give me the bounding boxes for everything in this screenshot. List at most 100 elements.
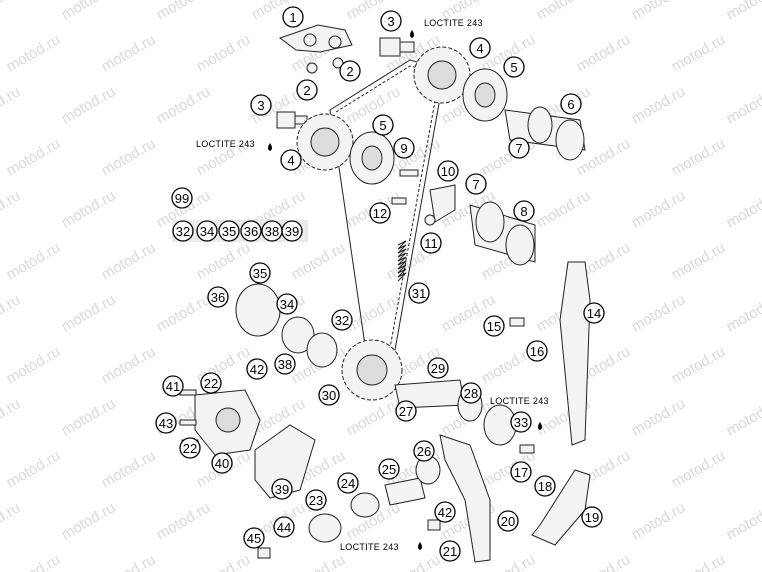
- loctite-label: LOCTITE 243: [490, 396, 549, 406]
- watermark-text: motod.ru: [154, 83, 214, 127]
- watermark-text: motod.ru: [669, 31, 729, 75]
- callout-2: 2: [296, 79, 318, 101]
- callout-5: 5: [372, 114, 394, 136]
- watermark-text: motod.ru: [4, 135, 64, 179]
- watermark-text: motod.ru: [59, 291, 119, 335]
- callout-number: 38: [265, 224, 279, 239]
- callout-7: 7: [465, 173, 487, 195]
- callout-number: 30: [322, 388, 336, 403]
- callout-36: 36: [240, 220, 262, 242]
- callout-number: 32: [176, 224, 190, 239]
- callout-number: 16: [530, 344, 544, 359]
- callout-number: 7: [472, 177, 479, 192]
- callout-32: 32: [172, 220, 194, 242]
- callout-18: 18: [534, 475, 556, 497]
- callout-3: 3: [250, 94, 272, 116]
- callout-number: 22: [183, 441, 197, 456]
- callout-39: 39: [281, 220, 303, 242]
- watermark-text: motod.ru: [724, 83, 762, 127]
- watermark-text: motod.ru: [99, 447, 159, 491]
- callout-number: 45: [247, 531, 261, 546]
- loctite-label: LOCTITE 243: [196, 139, 255, 149]
- callout-number: 7: [515, 141, 522, 156]
- watermark-text: motod.ru: [344, 395, 404, 439]
- callout-number: 44: [277, 520, 291, 535]
- callout-44: 44: [273, 516, 295, 538]
- watermark-text: motod.ru: [59, 0, 119, 23]
- watermark-text: motod.ru: [154, 499, 214, 543]
- callout-number: 31: [412, 286, 426, 301]
- watermark-text: motod.ru: [724, 187, 762, 231]
- callout-22: 22: [179, 437, 201, 459]
- watermark-text: motod.ru: [344, 291, 404, 335]
- callout-number: 2: [346, 64, 353, 79]
- callout-21: 21: [439, 540, 461, 562]
- watermark-text: motod.ru: [724, 395, 762, 439]
- callout-6: 6: [560, 93, 582, 115]
- callout-16: 16: [526, 340, 548, 362]
- watermark-text: motod.ru: [669, 551, 729, 572]
- callout-43: 43: [155, 412, 177, 434]
- watermark-text: motod.ru: [669, 239, 729, 283]
- watermark-text: motod.ru: [99, 135, 159, 179]
- watermark-text: motod.ru: [534, 0, 594, 23]
- callout-99: 99: [171, 187, 193, 209]
- callout-number: 43: [159, 416, 173, 431]
- callout-number: 21: [443, 544, 457, 559]
- callout-17: 17: [510, 461, 532, 483]
- watermark-text: motod.ru: [289, 239, 349, 283]
- callout-29: 29: [427, 357, 449, 379]
- watermark-text: motod.ru: [194, 239, 254, 283]
- callout-38: 38: [261, 220, 283, 242]
- callout-28: 28: [460, 382, 482, 404]
- callout-number: 3: [387, 14, 394, 29]
- callout-number: 34: [200, 224, 214, 239]
- watermark-text: motod.ru: [154, 291, 214, 335]
- watermark-text: motod.ru: [4, 551, 64, 572]
- callout-number: 29: [431, 361, 445, 376]
- callout-12: 12: [369, 202, 391, 224]
- callout-39: 39: [271, 478, 293, 500]
- callout-number: 40: [215, 456, 229, 471]
- watermark-text: motod.ru: [0, 0, 23, 23]
- callout-number: 35: [253, 266, 267, 281]
- callout-number: 41: [166, 379, 180, 394]
- watermark-text: motod.ru: [669, 135, 729, 179]
- callout-number: 14: [587, 306, 601, 321]
- callout-number: 42: [438, 505, 452, 520]
- watermark-text: motod.ru: [194, 31, 254, 75]
- callout-number: 1: [289, 10, 296, 25]
- watermark-text: motod.ru: [4, 31, 64, 75]
- callout-36: 36: [207, 286, 229, 308]
- callout-42: 42: [246, 358, 268, 380]
- callout-number: 38: [278, 357, 292, 372]
- callout-number: 23: [309, 493, 323, 508]
- watermark-text: motod.ru: [289, 551, 349, 572]
- callout-number: 36: [211, 290, 225, 305]
- callout-25: 25: [378, 458, 400, 480]
- callout-40: 40: [211, 452, 233, 474]
- watermark-text: motod.ru: [59, 83, 119, 127]
- watermark-text: motod.ru: [59, 395, 119, 439]
- watermark-text: motod.ru: [99, 551, 159, 572]
- callout-number: 36: [244, 224, 258, 239]
- callout-23: 23: [305, 489, 327, 511]
- parts-drawing: [172, 24, 591, 563]
- watermark-text: motod.ru: [629, 291, 689, 335]
- watermark-text: motod.ru: [724, 0, 762, 23]
- watermark-text: motod.ru: [99, 343, 159, 387]
- callout-8: 8: [513, 200, 535, 222]
- watermark-text: motod.ru: [59, 187, 119, 231]
- callout-number: 26: [417, 444, 431, 459]
- watermark-text: motod.ru: [99, 239, 159, 283]
- callout-number: 3: [257, 98, 264, 113]
- callout-number: 9: [400, 141, 407, 156]
- callout-number: 99: [175, 191, 189, 206]
- callout-number: 35: [222, 224, 236, 239]
- watermark-text: motod.ru: [629, 395, 689, 439]
- watermark-text: motod.ru: [0, 83, 23, 127]
- callout-number: 2: [303, 83, 310, 98]
- callout-number: 4: [287, 153, 294, 168]
- watermark-text: motod.ru: [574, 551, 634, 572]
